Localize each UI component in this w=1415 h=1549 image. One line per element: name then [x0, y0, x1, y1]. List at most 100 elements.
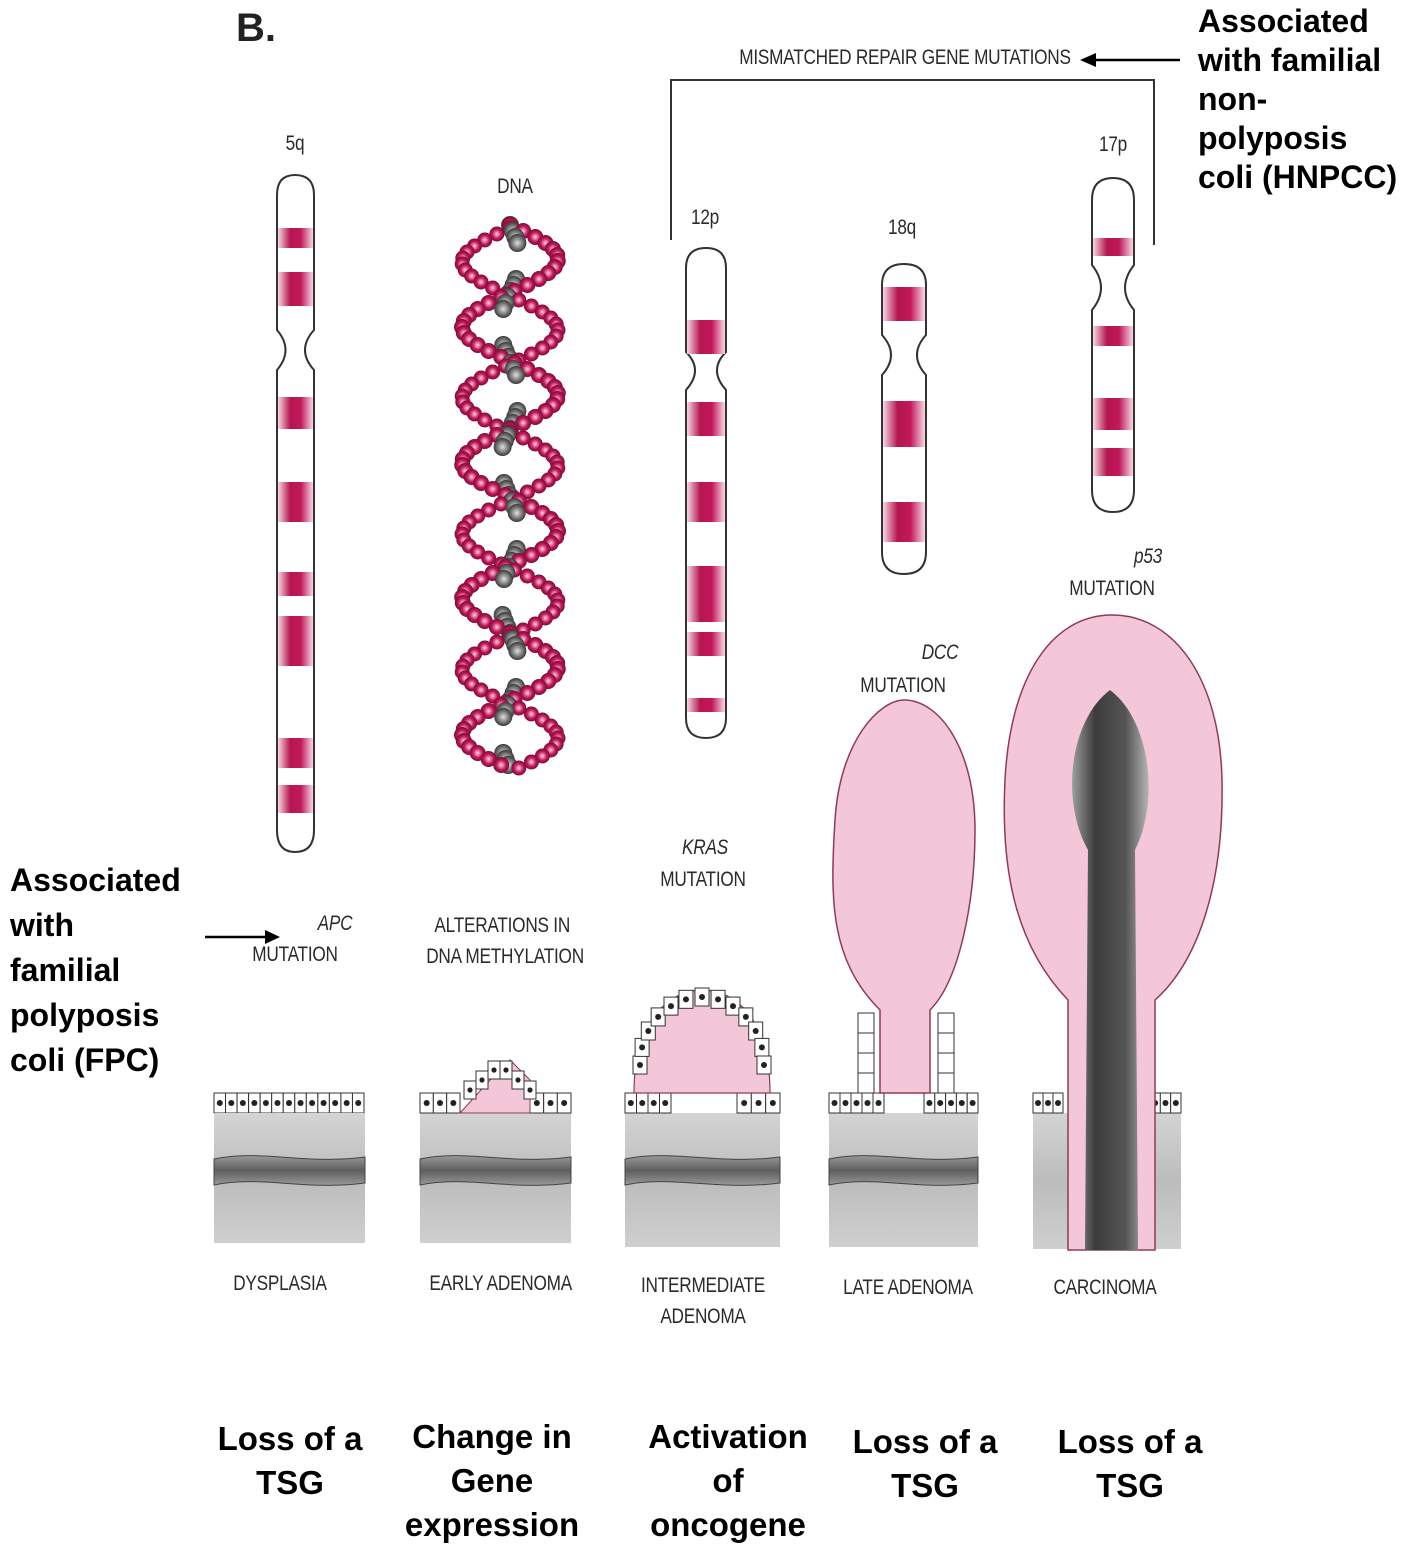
chromosome-18q [882, 264, 926, 574]
epithelial-cell [938, 1033, 954, 1053]
p53-mutation-label: MUTATION [1067, 577, 1157, 601]
hnpcc-line: with familial [1198, 41, 1397, 80]
cell-nucleus [753, 1028, 759, 1034]
apc-gene-label: APC [306, 912, 363, 936]
caption-loss-tsg-1: Loss of a TSG [200, 1417, 380, 1505]
cell-nucleus [843, 1100, 849, 1106]
epithelial-cell [858, 1033, 874, 1053]
panel-letter: B. [236, 6, 276, 51]
dna-base-bead [494, 438, 512, 456]
cell-nucleus [1045, 1100, 1051, 1106]
caption-line: of [628, 1459, 828, 1503]
cell-nucleus [699, 994, 705, 1000]
caption-gene-expression: Change in Gene expression [392, 1415, 592, 1547]
cell-nucleus [437, 1100, 443, 1106]
hnpcc-line: polyposis [1198, 119, 1397, 158]
cell-nucleus [263, 1100, 269, 1106]
cell-nucleus [228, 1100, 234, 1106]
dna-helix [454, 216, 566, 776]
caption-line: Loss of a [835, 1420, 1015, 1464]
chromosome-5q-label: 5q [270, 132, 319, 156]
mmr-label: MISMATCHED REPAIR GENE MUTATIONS [737, 46, 1073, 70]
cell-nucleus [832, 1100, 838, 1106]
caption-line: TSG [1040, 1464, 1220, 1508]
dna-base-bead [508, 504, 526, 522]
cell-nucleus [450, 1100, 456, 1106]
cell-nucleus [298, 1100, 304, 1106]
cell-nucleus [479, 1077, 484, 1082]
methylation-label-line2: DNA METHYLATION [426, 945, 574, 969]
chromosome-5q [277, 175, 314, 852]
cell-nucleus [761, 1062, 767, 1068]
cell-nucleus [332, 1100, 338, 1106]
cell-nucleus [1055, 1100, 1061, 1106]
dna-backbone-bead [493, 757, 509, 773]
muscle-layer [420, 1156, 571, 1186]
cell-nucleus [240, 1100, 246, 1106]
cell-nucleus [926, 1100, 932, 1106]
caption-line: Gene [392, 1459, 592, 1503]
chromosome-17p [1092, 178, 1134, 512]
dna-base-bead [508, 234, 526, 252]
dcc-mutation-label: MUTATION [858, 674, 948, 698]
cell-nucleus [1163, 1100, 1169, 1106]
dna-base-bead [495, 570, 513, 588]
hnpcc-line: Associated [1198, 2, 1397, 41]
dna-label: DNA [490, 175, 539, 199]
cell-nucleus [467, 1087, 472, 1092]
cell-nucleus [741, 1100, 747, 1106]
cell-nucleus [683, 996, 689, 1002]
caption-line: Loss of a [1040, 1420, 1220, 1464]
kras-mutation-label: MUTATION [658, 868, 748, 892]
stage-dysplasia-label: DYSPLASIA [223, 1272, 338, 1296]
hnpcc-line: coli (HNPCC) [1198, 158, 1397, 197]
cell-nucleus [759, 1044, 765, 1050]
caption-loss-tsg-3: Loss of a TSG [1040, 1420, 1220, 1508]
fpc-line: Associated [10, 858, 181, 903]
stage-adenoma-label: ADENOMA [637, 1305, 768, 1329]
caption-line: TSG [200, 1461, 380, 1505]
cell-nucleus [309, 1100, 315, 1106]
epithelial-cell [938, 1013, 954, 1033]
apc-mutation-label: MUTATION [250, 943, 340, 967]
cell-nucleus [217, 1100, 223, 1106]
dna-base-bead [507, 366, 525, 384]
epithelial-cell [858, 1073, 874, 1093]
chromosome-12p-label: 12p [680, 206, 729, 230]
cell-nucleus [355, 1100, 361, 1106]
cell-nucleus [286, 1100, 292, 1106]
cell-nucleus [637, 1062, 643, 1068]
cell-nucleus [948, 1100, 954, 1106]
caption-line: Change in [392, 1415, 592, 1459]
cell-nucleus [730, 1003, 736, 1009]
cell-nucleus [854, 1100, 860, 1106]
caption-line: Loss of a [200, 1417, 380, 1461]
methylation-label-line1: ALTERATIONS IN [434, 914, 565, 938]
caption-line: oncogene [628, 1503, 828, 1547]
caption-line: TSG [835, 1464, 1015, 1508]
stage-late-adenoma-label: LATE ADENOMA [842, 1276, 973, 1300]
fpc-annotation: Associated with familial polyposis coli … [10, 858, 181, 1083]
p53-gene-label: p53 [1123, 545, 1172, 569]
hnpcc-arrow [1080, 53, 1180, 67]
cell-nucleus [662, 1100, 668, 1106]
fpc-line: coli (FPC) [10, 1038, 181, 1083]
fpc-line: with [10, 903, 181, 948]
hnpcc-line: non- [1198, 80, 1397, 119]
cell-nucleus [639, 1100, 645, 1106]
dna-base-bead [494, 708, 512, 726]
cell-nucleus [344, 1100, 350, 1106]
cell-nucleus [639, 1044, 645, 1050]
muscle-layer [829, 1156, 978, 1186]
cell-nucleus [503, 1067, 508, 1072]
cell-nucleus [321, 1100, 327, 1106]
cell-nucleus [655, 1014, 661, 1020]
cell-nucleus [715, 996, 721, 1002]
epithelial-cell [938, 1073, 954, 1093]
cell-nucleus [959, 1100, 965, 1106]
epithelial-cell [858, 1013, 874, 1033]
cell-nucleus [424, 1100, 430, 1106]
cell-nucleus [628, 1100, 634, 1106]
kras-gene-label: KRAS [676, 836, 733, 860]
